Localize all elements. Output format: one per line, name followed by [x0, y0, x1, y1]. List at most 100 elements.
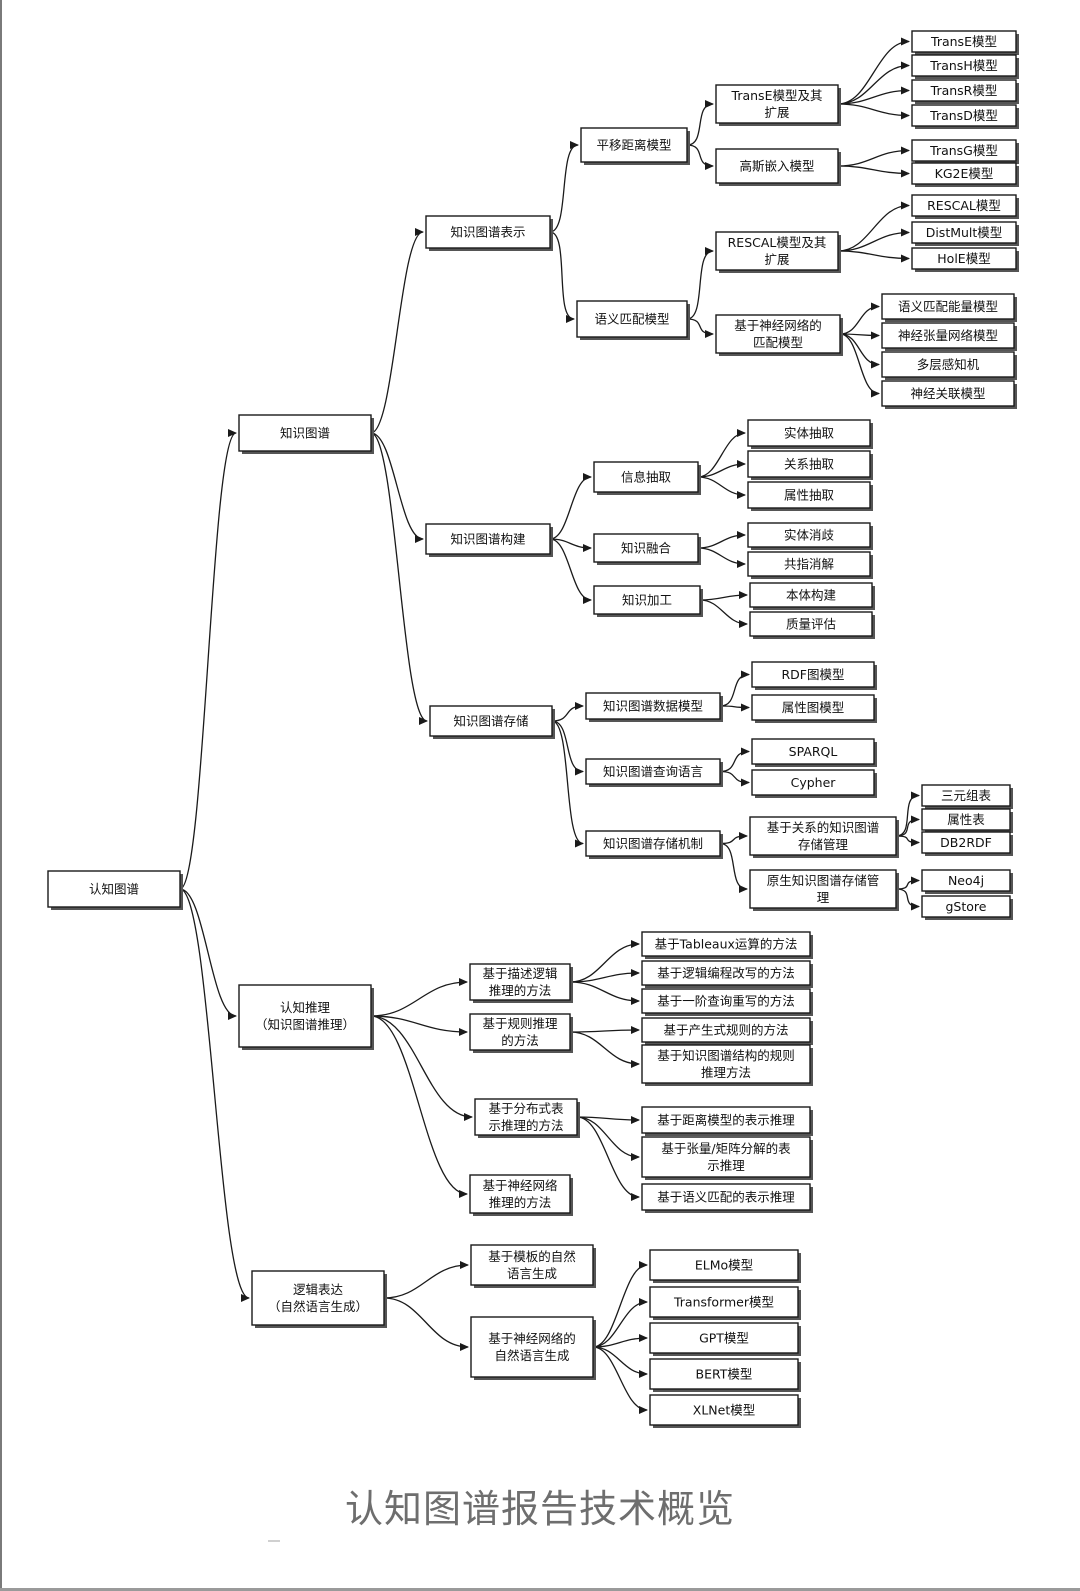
node-label: 知识图谱构建 — [450, 532, 526, 547]
node-transe: TransE模型 — [911, 30, 1019, 55]
node-label: SPARQL — [789, 744, 838, 759]
node-label: TransR模型 — [930, 83, 998, 98]
node-label: 基于距离模型的表示推理 — [657, 1113, 795, 1128]
connector-native_store-to-neo4j — [895, 876, 920, 890]
connector-nn_match-to-sme — [839, 302, 880, 335]
node-label: 基于分布式表 — [488, 1101, 564, 1116]
node-label: Neo4j — [948, 873, 984, 888]
connector-kg_build-to-process — [549, 538, 592, 604]
node-label: 的方法 — [501, 1033, 539, 1048]
connector-transe_ext-to-transe — [837, 37, 910, 105]
node-extract: 信息抽取 — [593, 461, 701, 495]
node-label: 推理的方法 — [489, 983, 552, 998]
node-label: XLNet模型 — [693, 1403, 755, 1418]
connector-distributed-to-sem_match — [576, 1116, 640, 1201]
node-label: 知识图谱 — [280, 426, 330, 441]
node-label: RESCAL模型及其 — [728, 235, 827, 250]
connector-dl-to-fo_query — [569, 981, 640, 1005]
connector-root-to-reasoning — [179, 888, 237, 1020]
connector-distributed-to-dist_model — [576, 1115, 640, 1124]
connector-nn_nlg-to-xlnet — [592, 1346, 648, 1414]
connector-rescal_ext-to-distmult — [837, 228, 910, 252]
node-gaussian: 高斯嵌入模型 — [715, 148, 841, 186]
node-label: 基于神经网络 — [482, 1178, 558, 1193]
connector-store_mech-to-rel_store — [719, 832, 748, 845]
node-label: 实体消歧 — [784, 528, 835, 543]
node-store-mech: 知识图谱存储机制 — [585, 830, 723, 859]
connector-logic_expr-to-nn_nlg — [383, 1297, 469, 1351]
node-label: 神经关联模型 — [910, 386, 985, 401]
connector-translational-to-gaussian — [686, 144, 714, 170]
node-transformer: Transformer模型 — [649, 1286, 801, 1320]
connector-rescal_ext-to-hole — [837, 250, 910, 263]
node-label: 基于逻辑编程改写的方法 — [657, 966, 795, 981]
node-label: 基于描述逻辑 — [482, 966, 557, 981]
node-label: （知识图谱推理） — [255, 1017, 355, 1032]
node-label: 本体构建 — [786, 588, 837, 603]
node-triple: 三元组表 — [921, 784, 1013, 809]
diagram-nodes: 认知图谱知识图谱知识图谱表示平移距离模型TransE模型及其扩展TransE模型… — [47, 30, 1019, 1428]
figure-caption: 认知图谱报告技术概览 — [344, 1487, 735, 1531]
node-label: 质量评估 — [786, 617, 836, 632]
node-fo-query: 基于一阶查询重写的方法 — [641, 988, 813, 1016]
connector-transe_ext-to-transh — [837, 61, 910, 105]
node-prop-table: 属性表 — [921, 808, 1013, 833]
connector-kg_build-to-extract — [549, 473, 592, 540]
node-label: 逻辑表达 — [293, 1282, 344, 1297]
connector-transe_ext-to-transd — [837, 103, 910, 120]
node-cypher: Cypher — [751, 769, 877, 798]
node-label: RDF图模型 — [781, 667, 844, 682]
node-label: 知识加工 — [622, 593, 672, 608]
connector-fusion-to-coref — [697, 547, 746, 568]
node-label: 知识图谱数据模型 — [603, 699, 703, 714]
node-label: 知识图谱存储 — [453, 714, 528, 729]
connector-kg_rep-to-translational — [549, 141, 579, 233]
node-elmo: ELMo模型 — [649, 1249, 801, 1283]
node-quality: 质量评估 — [749, 611, 875, 639]
node-kg-rep: 知识图谱表示 — [425, 215, 553, 251]
node-label: 实体抽取 — [784, 426, 835, 441]
node-data-model: 知识图谱数据模型 — [585, 692, 723, 722]
node-label: 基于模板的自然 — [488, 1249, 576, 1264]
node-label: 基于Tableaux运算的方法 — [655, 937, 798, 952]
node-label: BERT模型 — [696, 1367, 753, 1382]
node-query-lang: 知识图谱查询语言 — [585, 758, 723, 787]
node-label: 基于语义匹配的表示推理 — [657, 1190, 795, 1205]
caption-mark — [268, 1540, 280, 1542]
connector-nn_nlg-to-bert — [592, 1346, 648, 1378]
node-label: 基于神经网络的 — [488, 1331, 576, 1346]
node-transg: TransG模型 — [911, 139, 1019, 164]
node-sparql: SPARQL — [751, 738, 877, 767]
node-label: 基于神经网络的 — [734, 318, 822, 333]
node-transd: TransD模型 — [911, 104, 1019, 129]
node-logic-prog: 基于逻辑编程改写的方法 — [641, 960, 813, 988]
node-kg2e: KG2E模型 — [911, 162, 1019, 187]
node-process: 知识加工 — [593, 585, 703, 617]
node-label: TransD模型 — [929, 108, 998, 123]
connector-transe_ext-to-transr — [837, 86, 910, 105]
connector-kg_store-to-data_model — [551, 702, 584, 722]
node-label: 基于规则推理 — [482, 1016, 558, 1031]
node-label: 语言生成 — [507, 1266, 557, 1281]
node-gstore: gStore — [921, 895, 1013, 920]
node-label: 信息抽取 — [621, 470, 672, 485]
node-label: 推理方法 — [701, 1065, 751, 1080]
connector-extract-to-attr_ex — [697, 476, 746, 499]
node-translational: 平移距离模型 — [580, 127, 690, 165]
node-label: 基于张量/矩阵分解的表 — [661, 1141, 791, 1156]
node-semantic: 语义匹配模型 — [576, 300, 690, 340]
node-bert: BERT模型 — [649, 1358, 801, 1392]
node-label: RESCAL模型 — [927, 198, 1001, 213]
node-logic-expr: 逻辑表达（自然语言生成） — [251, 1270, 387, 1328]
node-tableaux: 基于Tableaux运算的方法 — [641, 931, 813, 959]
node-xlnet: XLNet模型 — [649, 1394, 801, 1428]
connector-translational-to-transe_ext — [686, 100, 714, 146]
node-neo4j: Neo4j — [921, 869, 1013, 894]
